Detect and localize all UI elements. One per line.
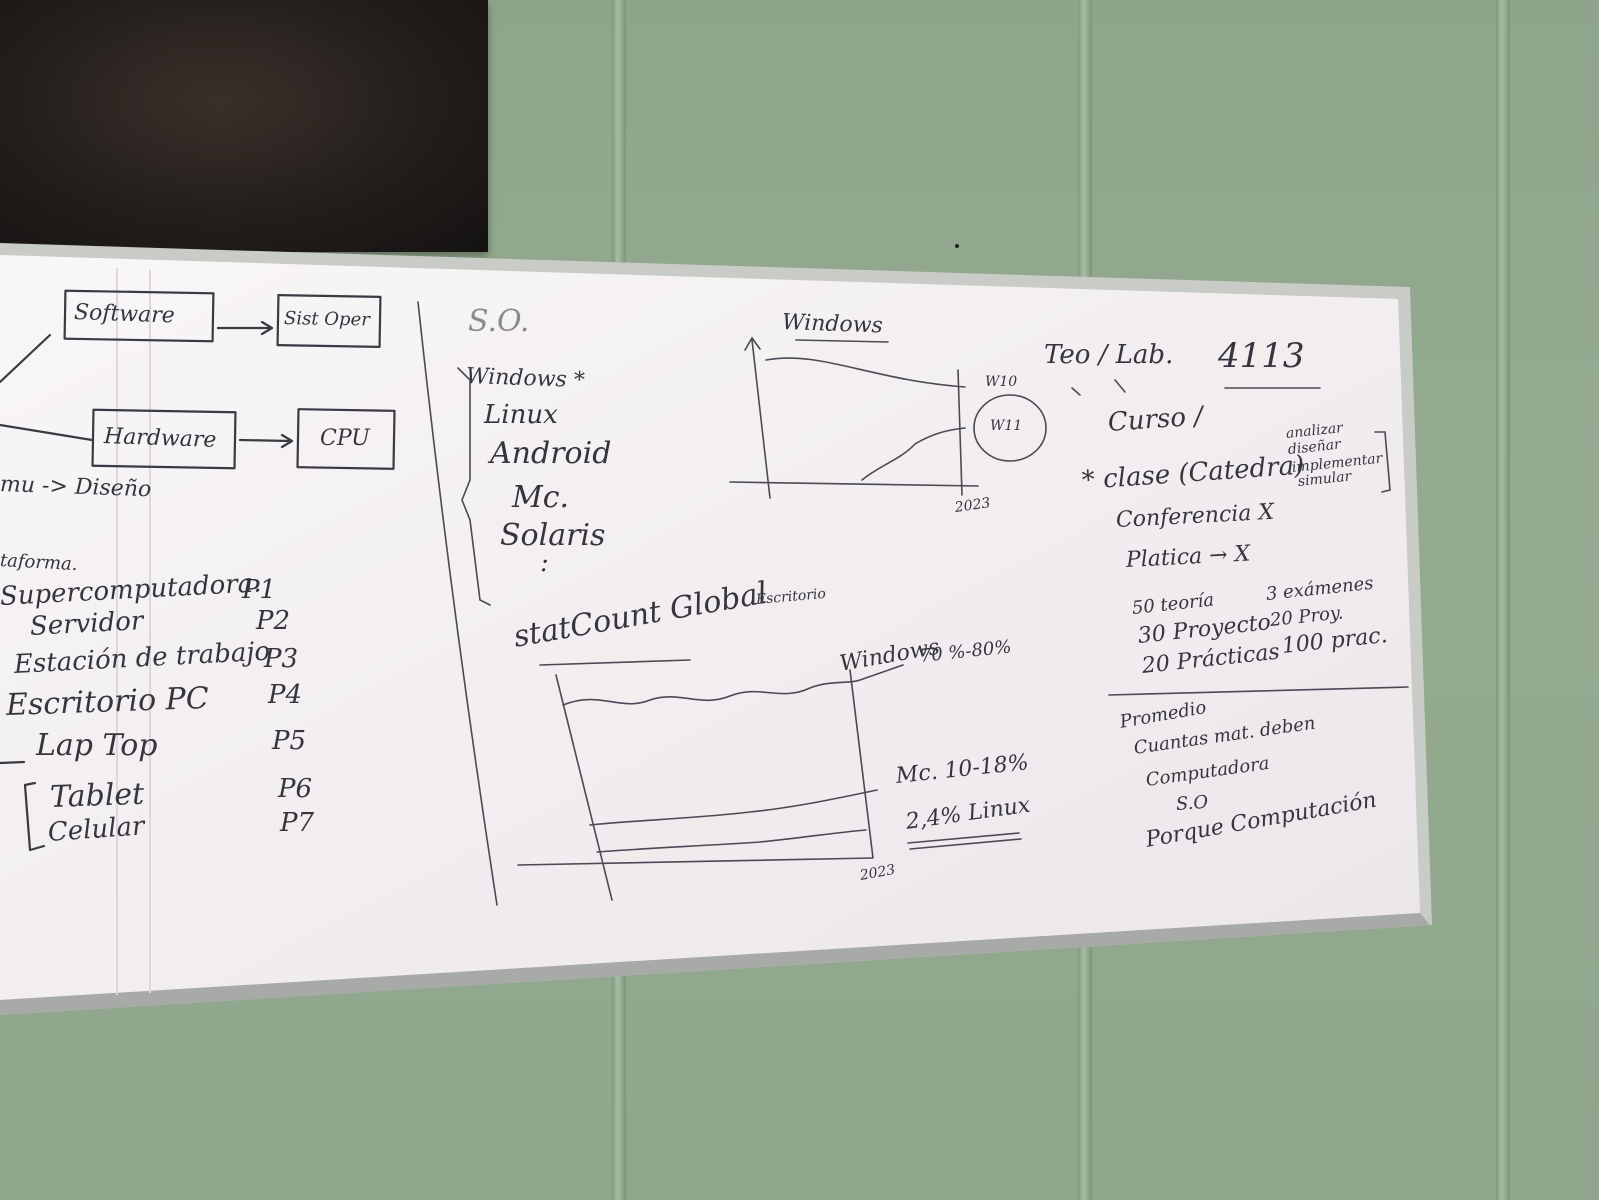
sist-oper-label: Sist Oper [283, 308, 370, 331]
platform-item: Escritorio PC [5, 680, 210, 723]
teo-lab-label: Teo / Lab. [1044, 340, 1174, 370]
so-title: S.O. [468, 304, 530, 339]
platform-code: P2 [256, 606, 291, 636]
w11-label: W11 [990, 418, 1023, 434]
platform-code: P4 [268, 680, 303, 710]
so-item: : [540, 548, 549, 578]
platform-code: P6 [278, 774, 313, 804]
wall-seam [1496, 0, 1510, 1200]
windows-chart-title: Windows [781, 310, 884, 339]
platform-code: P1 [242, 575, 277, 605]
room-number: 4113 [1218, 336, 1305, 376]
platform-item: Lap Top [36, 728, 158, 763]
diseno-label: mu -> Diseño [0, 472, 152, 503]
platform-item: Servidor [29, 606, 144, 642]
wall-seam [1078, 0, 1092, 1200]
w10-label: W10 [985, 374, 1018, 390]
platform-code: P7 [280, 808, 315, 838]
plataforma-label: taforma. [0, 550, 79, 576]
so-item: Android [490, 436, 612, 471]
cpu-label: CPU [320, 426, 370, 451]
so-item: Linux [484, 400, 558, 430]
platform-code: P3 [264, 644, 299, 674]
note-line: S.O [1175, 791, 1209, 815]
wall-mounted-tv [0, 0, 488, 252]
hardware-label: Hardware [103, 424, 217, 453]
so-item: Mc. [512, 480, 570, 515]
platform-code: P5 [272, 726, 307, 756]
so-item: Solaris [500, 518, 606, 553]
software-label: Software [73, 300, 176, 329]
so-item: Windows * [465, 364, 586, 394]
platform-item: Tablet [49, 776, 145, 815]
wall-dot [955, 244, 959, 248]
